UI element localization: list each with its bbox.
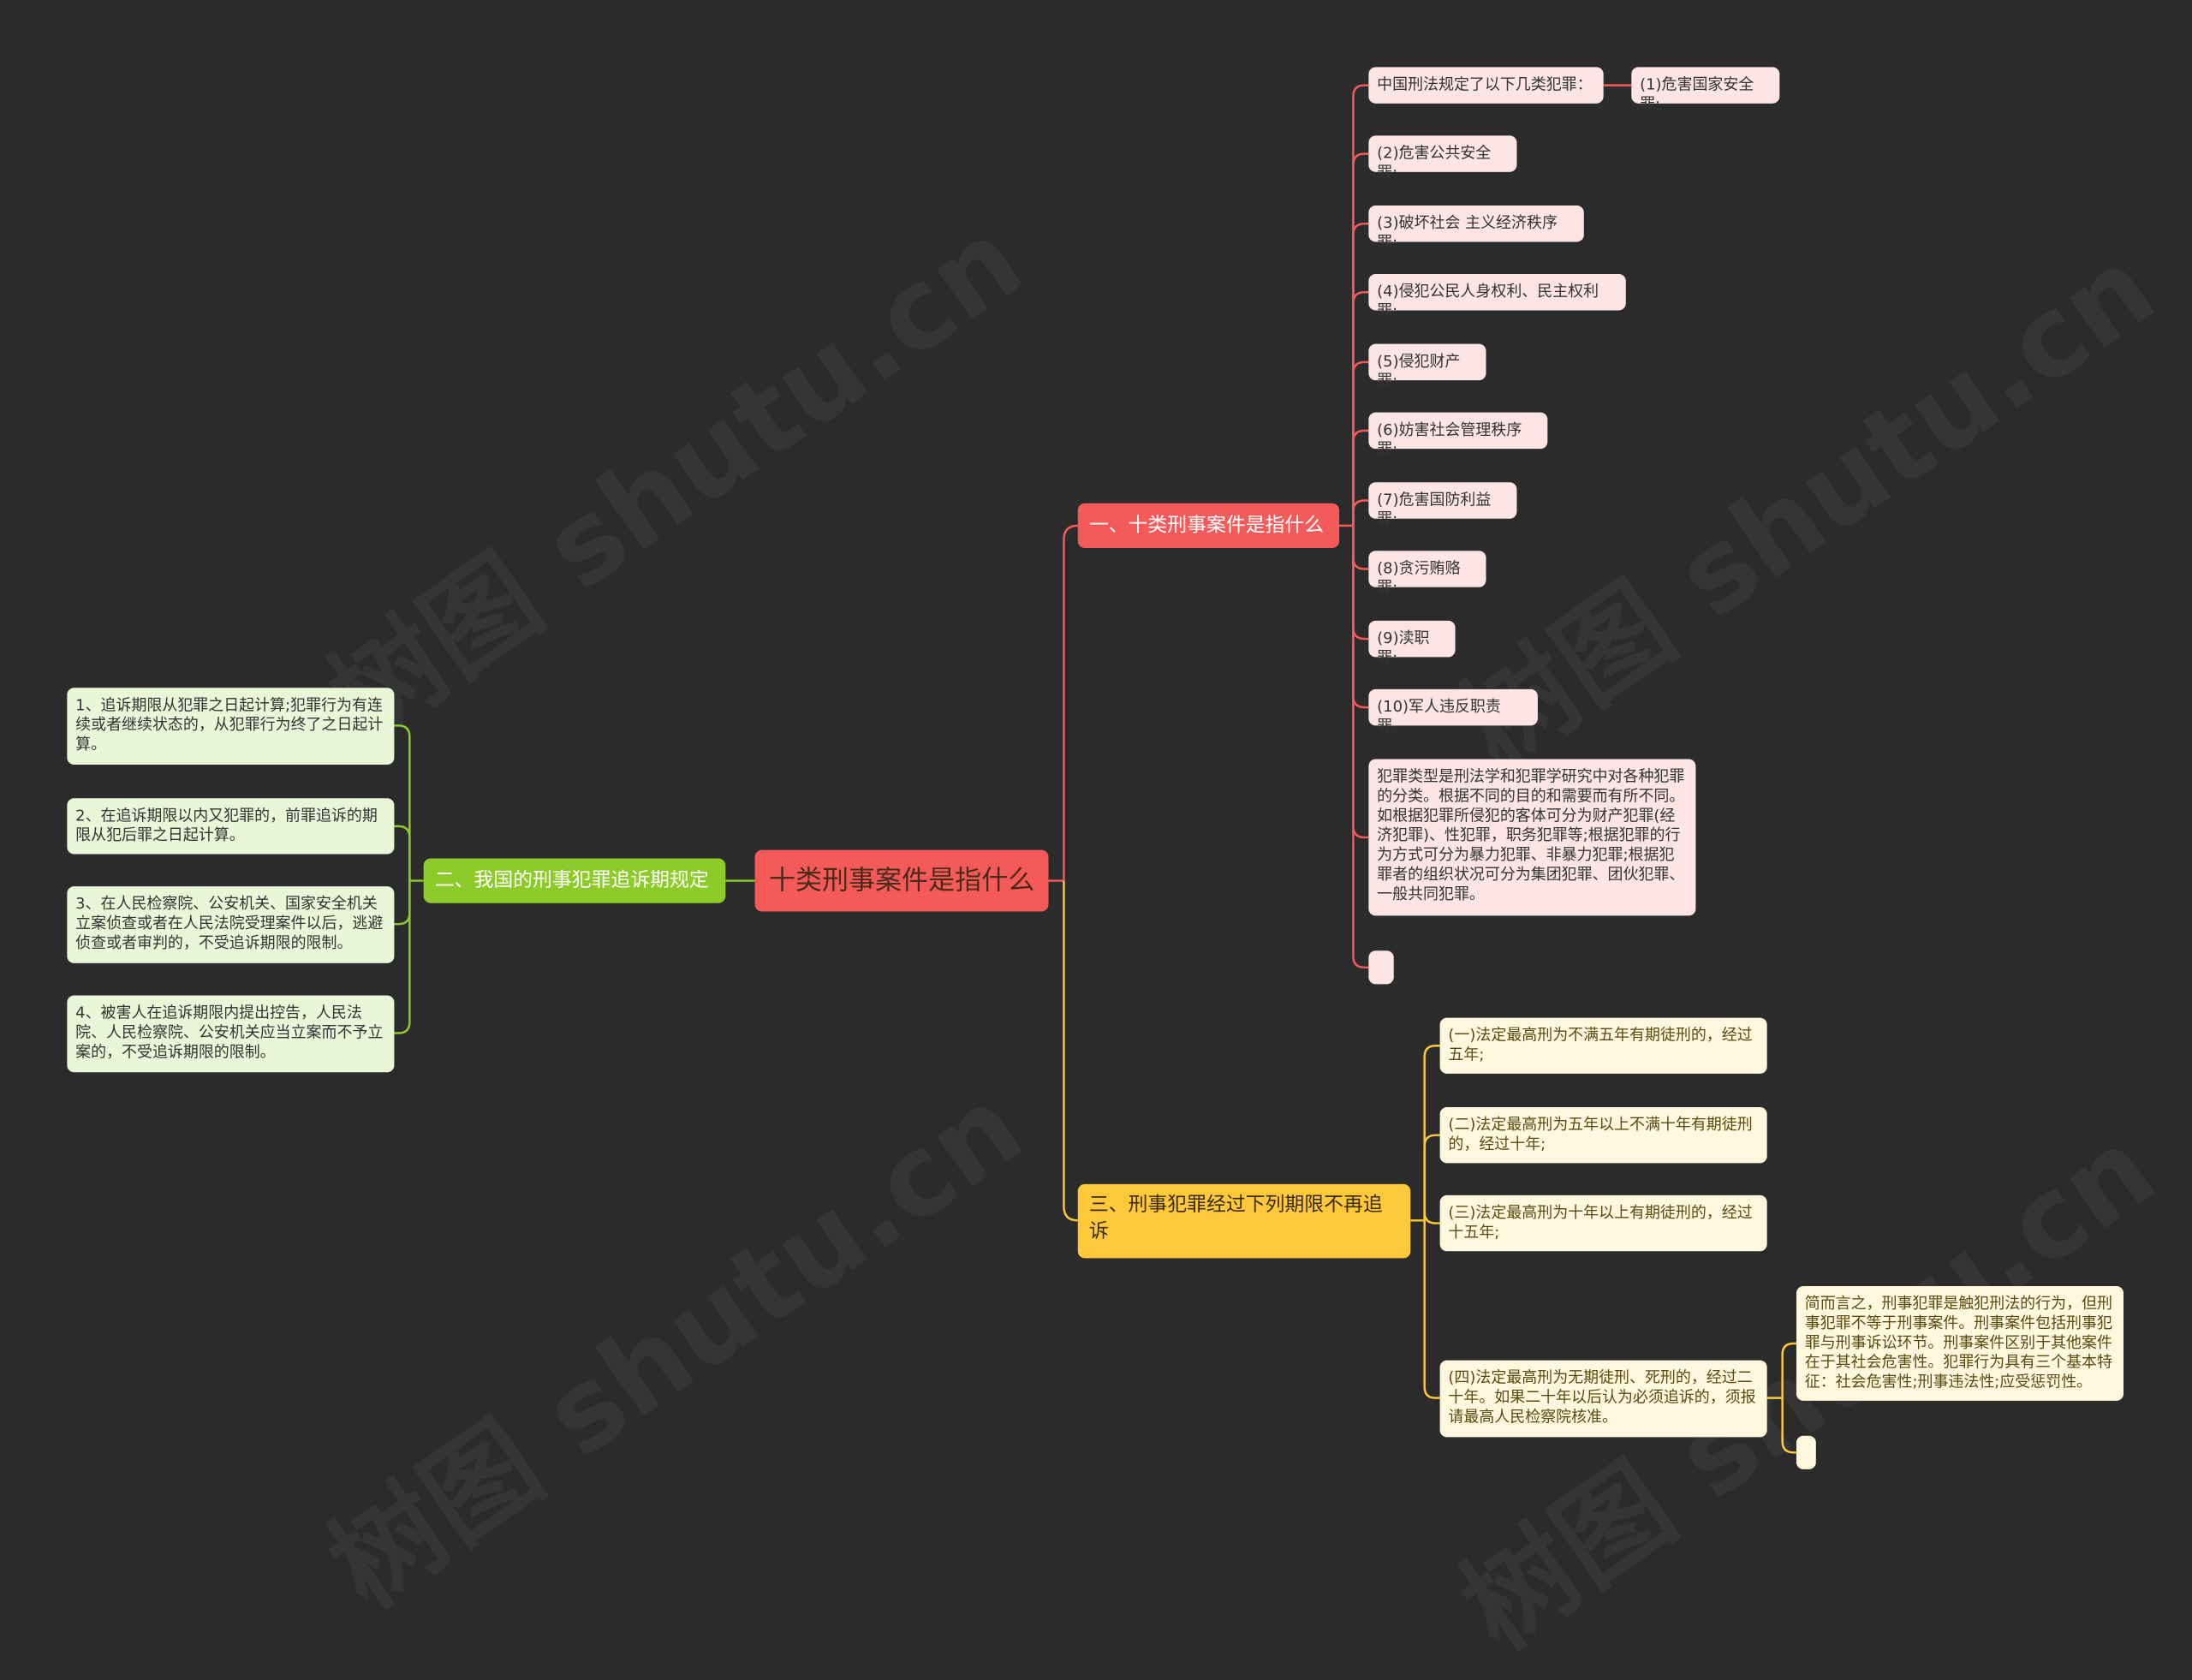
branch-1-item[interactable]: (9)渎职罪;: [1368, 620, 1456, 667]
branch-1-note[interactable]: 犯罪类型是刑法学和犯罪学研究中对各种犯罪的分类。根据不同的目的和需要而有所不同。…: [1368, 759, 1696, 916]
branch-2-node[interactable]: 二、我国的刑事犯罪追诉期规定: [423, 858, 726, 903]
connector-item-4-child: [1781, 1342, 1796, 1398]
branch-1-item[interactable]: (10)军人违反职责罪。: [1368, 688, 1538, 736]
branch-2-item[interactable]: 4、被害人在追诉期限内提出控告，人民法院、人民检察院、公安机关应当立案而不予立案…: [67, 995, 395, 1073]
branch-1-item[interactable]: (7)危害国防利益罪;: [1368, 482, 1517, 528]
connector-branch-1-child: [1352, 525, 1369, 709]
connector-branch-3-child: [1423, 1220, 1440, 1399]
branch-1-crime-1[interactable]: (1)危害国家安全罪;: [1631, 67, 1780, 113]
connector-branch-1-child: [1352, 525, 1369, 640]
connector-branch-1-child: [1352, 290, 1369, 526]
branch-1-item[interactable]: (4)侵犯公民人身权利、民主权利罪;: [1368, 273, 1626, 320]
connector-branch-1-child: [1352, 360, 1369, 526]
branch-3-item[interactable]: (四)法定最高刑为无期徒刑、死刑的，经过二十年。如果二十年以后认为必须追诉的，须…: [1439, 1360, 1767, 1438]
root-node[interactable]: 十类刑事案件是指什么: [754, 849, 1049, 912]
connector-branch-2-child: [394, 880, 411, 926]
branch-1-intro[interactable]: 中国刑法规定了以下几类犯罪：: [1368, 67, 1604, 104]
branch-3-item[interactable]: (二)法定最高刑为五年以上不满十年有期徒刑的，经过十年;: [1439, 1107, 1767, 1164]
connector-branch-1-child: [1352, 525, 1369, 839]
branch-2-item[interactable]: 1、追诉期限从犯罪之日起计算;犯罪行为有连续或者继续状态的，从犯罪行为终了之日起…: [67, 688, 395, 766]
connector-branch-1-child: [1352, 525, 1369, 969]
connector-branch-2-child: [394, 825, 411, 881]
connector-lines: [394, 84, 1796, 1454]
connector-branch-3-child: [1423, 1134, 1440, 1221]
connector-branch-1-child: [1352, 84, 1369, 526]
branch-3-note[interactable]: 简而言之，刑事犯罪是触犯刑法的行为，但刑事犯罪不等于刑事案件。刑事案件包括刑事犯…: [1796, 1286, 2124, 1401]
connector-item-4-child: [1781, 1397, 1796, 1454]
connector-branch-1-child: [1352, 499, 1369, 526]
mind-map: 树图 shutu.cn 树图 shutu.cn 树图 shutu.cn 树图 s…: [67, 67, 2124, 1469]
connector-branch-2-child: [394, 880, 411, 1034]
connector-branch-1-child: [1352, 429, 1369, 526]
branch-1-item[interactable]: (8)贪污贿赂罪;: [1368, 551, 1486, 597]
branch-2-item[interactable]: 2、在追诉期限以内又犯罪的，前罪追诉的期限从犯后罪之日起计算。: [67, 798, 395, 855]
connector-branch-1-child: [1352, 222, 1369, 526]
branch-3-empty-node[interactable]: [1796, 1435, 1816, 1469]
branch-1-node[interactable]: 一、十类刑事案件是指什么: [1077, 503, 1340, 548]
branch-3-item[interactable]: (一)法定最高刑为不满五年有期徒刑的，经过五年;: [1439, 1017, 1767, 1074]
branch-1-item[interactable]: (6)妨害社会管理秩序罪;: [1368, 412, 1548, 459]
branch-1-item[interactable]: (3)破坏社会 主义经济秩序罪;: [1368, 205, 1584, 252]
connector-branch-2-child: [394, 724, 411, 881]
branch-3-item[interactable]: (三)法定最高刑为十年以上有期徒刑的，经过十五年;: [1439, 1194, 1767, 1252]
branch-2-item[interactable]: 3、在人民检察院、公安机关、国家安全机关立案侦查或者在人民法院受理案件以后，逃避…: [67, 886, 395, 963]
connector-branch-1: [1063, 524, 1078, 881]
connector-branch-3-child: [1423, 1044, 1440, 1221]
branch-3-node[interactable]: 三、刑事犯罪经过下列期限不再追诉: [1077, 1183, 1411, 1259]
connector-branch-1-child: [1352, 525, 1369, 570]
connector-branch-3-child: [1423, 1212, 1440, 1224]
connector-branch-3: [1063, 880, 1078, 1222]
branch-1-item[interactable]: (2)危害公共安全罪;: [1368, 135, 1517, 182]
connector-branch-1-child: [1352, 152, 1369, 526]
branch-1-empty-node[interactable]: [1368, 950, 1394, 985]
branch-1-item[interactable]: (5)侵犯财产罪;: [1368, 343, 1486, 390]
